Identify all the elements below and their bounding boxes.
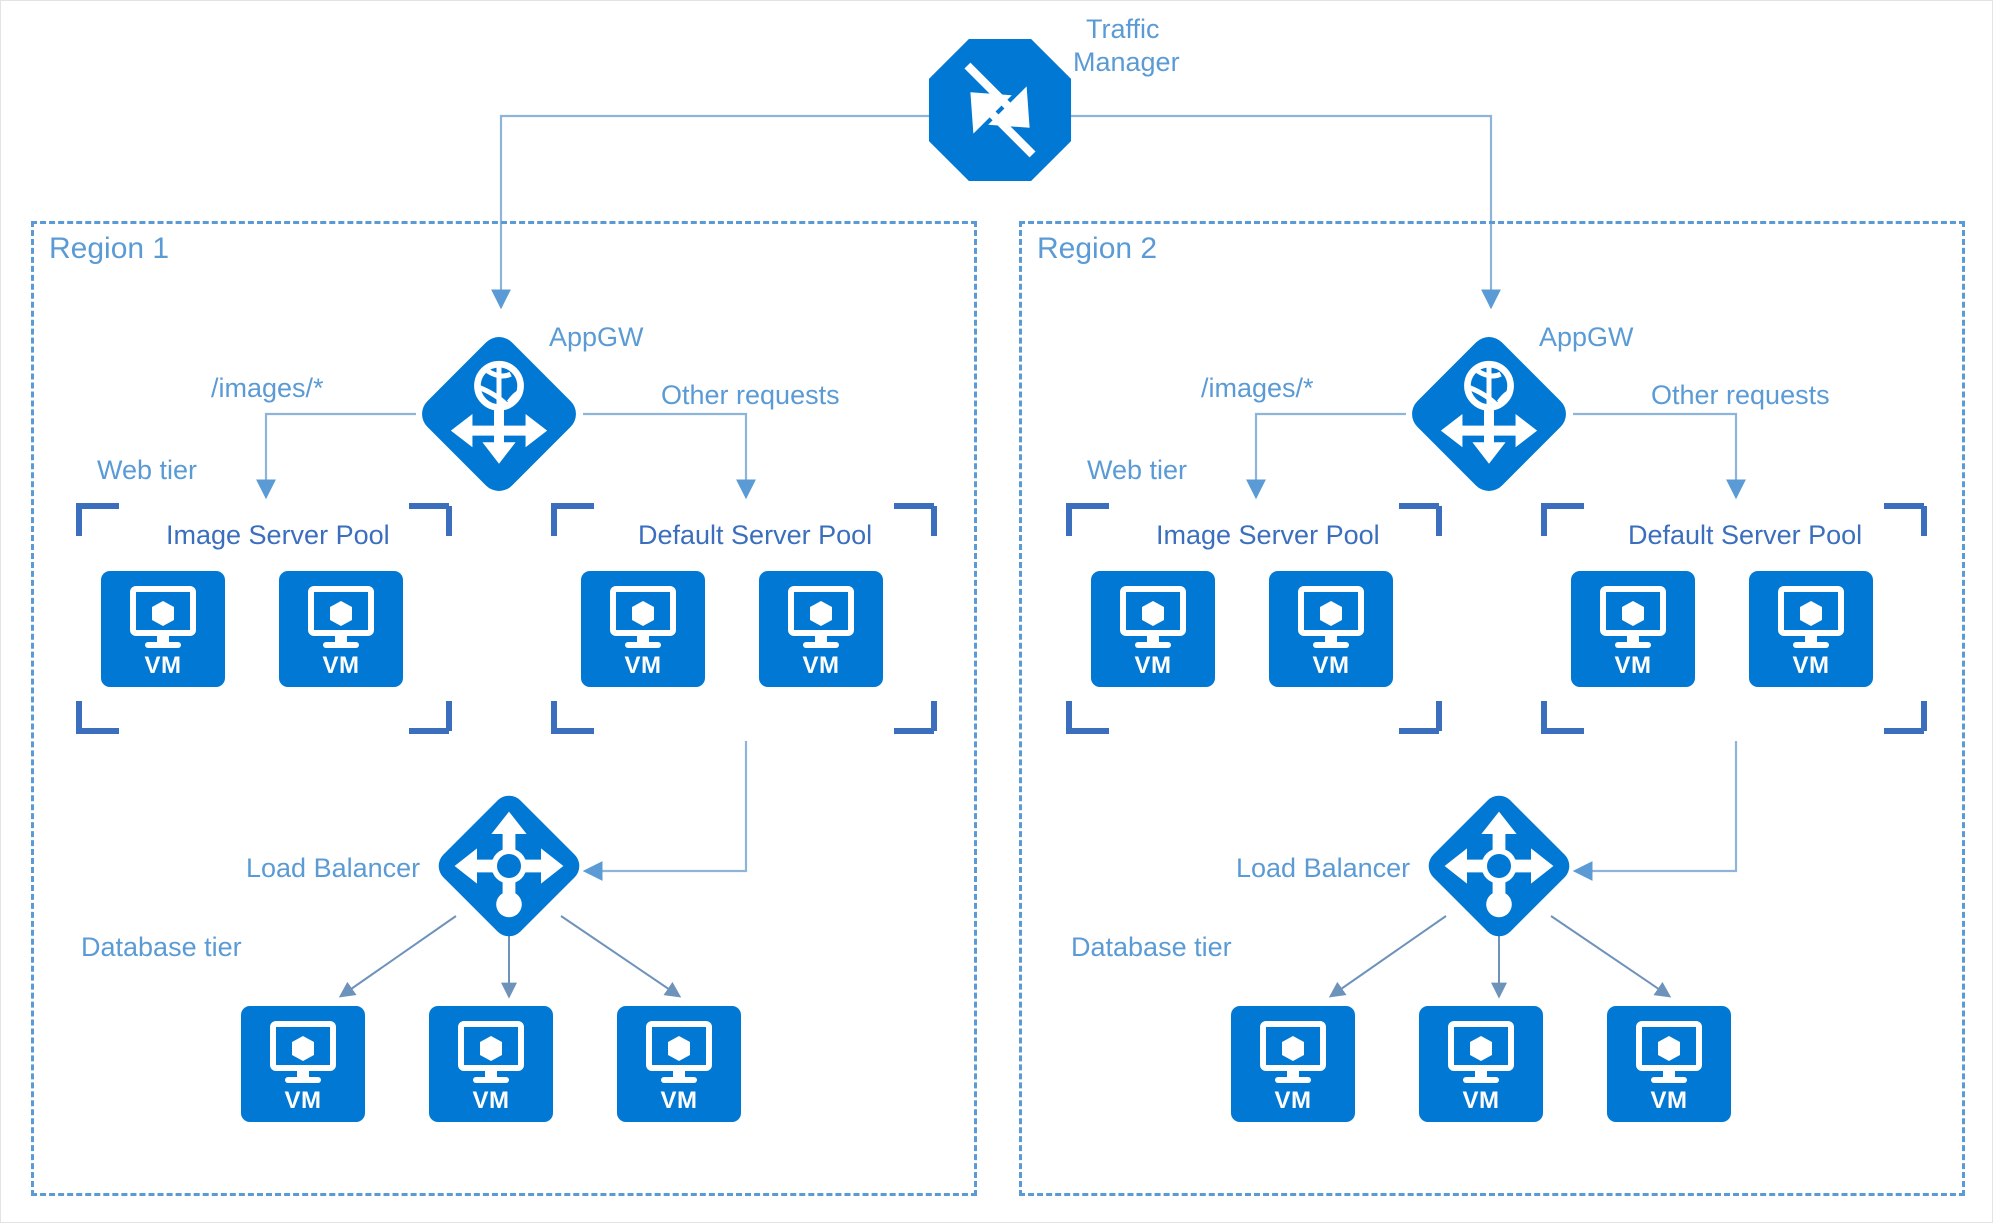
- vm-label: VM: [1650, 1087, 1688, 1114]
- vm-monitor-icon: [308, 586, 374, 648]
- r1-load-balancer-node[interactable]: [429, 786, 589, 946]
- r2-appgw-label: AppGW: [1539, 322, 1634, 352]
- r1-image-pool-vm-1[interactable]: VM: [101, 571, 225, 687]
- r1-route-other-label: Other requests: [661, 380, 840, 410]
- edge-tm-to-region2-appgw: [1061, 114, 1501, 310]
- r2-route-other-label: Other requests: [1651, 380, 1830, 410]
- r1-image-pool-label: Image Server Pool: [166, 520, 390, 550]
- r1-db-vm-2[interactable]: VM: [429, 1006, 553, 1122]
- r2-appgw-node[interactable]: [1406, 331, 1572, 497]
- vm-monitor-icon: [130, 586, 196, 648]
- vm-label: VM: [1134, 652, 1172, 679]
- load-balancer-icon: [438, 795, 580, 937]
- region-2-boundary: [1019, 221, 1965, 1196]
- vm-label: VM: [660, 1087, 698, 1114]
- r2-route-images-label: /images/*: [1201, 373, 1314, 403]
- r1-image-pool-vm-2[interactable]: VM: [279, 571, 403, 687]
- r2-image-pool-vm-2[interactable]: VM: [1269, 571, 1393, 687]
- traffic-manager-label-line2: Manager: [1073, 47, 1180, 77]
- r1-db-vm-3[interactable]: VM: [617, 1006, 741, 1122]
- vm-label: VM: [322, 652, 360, 679]
- vm-monitor-icon: [458, 1021, 524, 1083]
- edge-r1-appgw-to-default-pool: [583, 412, 756, 500]
- r2-default-pool-vm-1[interactable]: VM: [1571, 571, 1695, 687]
- r2-db-vm-2[interactable]: VM: [1419, 1006, 1543, 1122]
- vm-monitor-icon: [610, 586, 676, 648]
- r2-db-vm-3[interactable]: VM: [1607, 1006, 1731, 1122]
- edge-r2-lb-to-db-vm-3: [1550, 915, 1672, 998]
- r2-image-pool-vm-1[interactable]: VM: [1091, 571, 1215, 687]
- traffic-manager-node[interactable]: [926, 36, 1074, 184]
- r1-appgw-label: AppGW: [549, 322, 644, 352]
- application-gateway-icon: [1412, 337, 1566, 491]
- r2-database-tier-label: Database tier: [1071, 932, 1232, 962]
- vm-monitor-icon: [1636, 1021, 1702, 1083]
- vm-monitor-icon: [1298, 586, 1364, 648]
- vm-monitor-icon: [1260, 1021, 1326, 1083]
- vm-monitor-icon: [1120, 586, 1186, 648]
- edge-r1-lb-to-db-vm-1: [338, 915, 457, 998]
- vm-label: VM: [284, 1087, 322, 1114]
- r1-default-pool-bracket: [551, 503, 937, 734]
- edge-r2-appgw-to-image-pool: [1246, 412, 1406, 500]
- vm-monitor-icon: [270, 1021, 336, 1083]
- r1-default-pool-vm-2[interactable]: VM: [759, 571, 883, 687]
- vm-monitor-icon: [646, 1021, 712, 1083]
- vm-label: VM: [1614, 652, 1652, 679]
- r2-load-balancer-label: Load Balancer: [1236, 853, 1411, 883]
- vm-monitor-icon: [1600, 586, 1666, 648]
- vm-label: VM: [1792, 652, 1830, 679]
- r1-web-tier-label: Web tier: [97, 455, 198, 485]
- r2-web-tier-label: Web tier: [1087, 455, 1188, 485]
- r1-default-pool-label: Default Server Pool: [638, 520, 873, 550]
- load-balancer-icon: [1428, 795, 1570, 937]
- edge-r2-lb-to-db-vm-1: [1328, 915, 1447, 998]
- vm-label: VM: [1462, 1087, 1500, 1114]
- edge-r2-default-pool-to-lb: [1572, 741, 1738, 881]
- vm-label: VM: [472, 1087, 510, 1114]
- vm-label: VM: [802, 652, 840, 679]
- application-gateway-icon: [422, 337, 576, 491]
- r2-image-pool-label: Image Server Pool: [1156, 520, 1380, 550]
- vm-monitor-icon: [788, 586, 854, 648]
- r2-load-balancer-node[interactable]: [1419, 786, 1579, 946]
- r2-default-pool-label: Default Server Pool: [1628, 520, 1863, 550]
- r1-database-tier-label: Database tier: [81, 932, 242, 962]
- edge-r1-appgw-to-image-pool: [256, 412, 416, 500]
- region-2-title: Region 2: [1037, 232, 1158, 265]
- traffic-manager-label-line1: Traffic: [1086, 14, 1160, 44]
- r2-image-pool-bracket: [1066, 503, 1442, 734]
- vm-monitor-icon: [1448, 1021, 1514, 1083]
- region-1-boundary: [31, 221, 977, 1196]
- edge-r1-lb-to-db-vm-3: [560, 915, 682, 998]
- r2-default-pool-vm-2[interactable]: VM: [1749, 571, 1873, 687]
- r1-load-balancer-label: Load Balancer: [246, 853, 421, 883]
- r2-default-pool-bracket: [1541, 503, 1927, 734]
- r1-image-pool-bracket: [76, 503, 452, 734]
- edge-r2-appgw-to-default-pool: [1573, 412, 1746, 500]
- r1-default-pool-vm-1[interactable]: VM: [581, 571, 705, 687]
- vm-label: VM: [1312, 652, 1350, 679]
- r1-appgw-node[interactable]: [416, 331, 582, 497]
- vm-label: VM: [144, 652, 182, 679]
- vm-monitor-icon: [1778, 586, 1844, 648]
- vm-label: VM: [624, 652, 662, 679]
- vm-label: VM: [1274, 1087, 1312, 1114]
- region-1-title: Region 1: [49, 232, 170, 265]
- r1-route-images-label: /images/*: [211, 373, 324, 403]
- r2-db-vm-1[interactable]: VM: [1231, 1006, 1355, 1122]
- r1-db-vm-1[interactable]: VM: [241, 1006, 365, 1122]
- edge-tm-to-region1-appgw: [491, 114, 941, 310]
- edge-r1-default-pool-to-lb: [582, 741, 748, 881]
- traffic-manager-icon: [928, 38, 1072, 182]
